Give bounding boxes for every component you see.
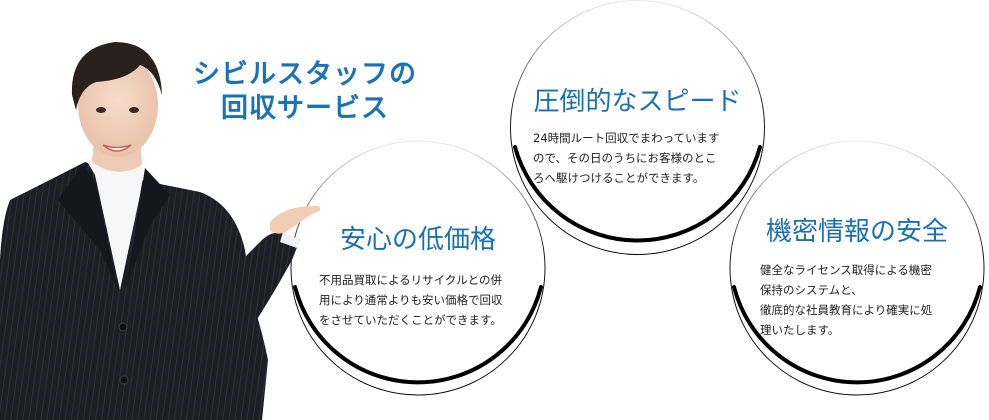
feature-description: 不用品買取によるリサイクルとの併 用により通常よりも安い価格で回収 をさせていた…	[319, 273, 503, 327]
feature-title: 機密情報の安全	[765, 217, 948, 247]
main-title-line1: シビルスタッフの	[193, 59, 417, 90]
feature-circle-security: 機密情報の安全 健全なライセンス取得による機密 保持のシステムと、 徹底的な社員…	[729, 140, 985, 396]
main-title: シビルスタッフの 回収サービス	[170, 58, 440, 126]
feature-description: 健全なライセンス取得による機密 保持のシステムと、 徹底的な社員教育により確実に…	[760, 263, 933, 337]
feature-title: 圧倒的なスピード	[533, 87, 742, 117]
businesswoman-illustration	[0, 42, 320, 420]
feature-circle-speed: 圧倒的なスピード 24時間ルート回収でまわっています ので、その日のうちにお客様…	[510, 0, 765, 255]
main-title-line2: 回収サービス	[221, 93, 389, 124]
circle-outline	[729, 140, 985, 396]
circle-outline	[510, 0, 765, 255]
circle-outline	[290, 140, 546, 396]
feature-description: 24時間ルート回収でまわっています ので、その日のうちにお客様のとこ ろへ駆けつ…	[533, 131, 720, 185]
feature-circle-price: 安心の低価格 不用品買取によるリサイクルとの併 用により通常よりも安い価格で回収…	[290, 140, 546, 396]
feature-title: 安心の低価格	[339, 225, 496, 255]
